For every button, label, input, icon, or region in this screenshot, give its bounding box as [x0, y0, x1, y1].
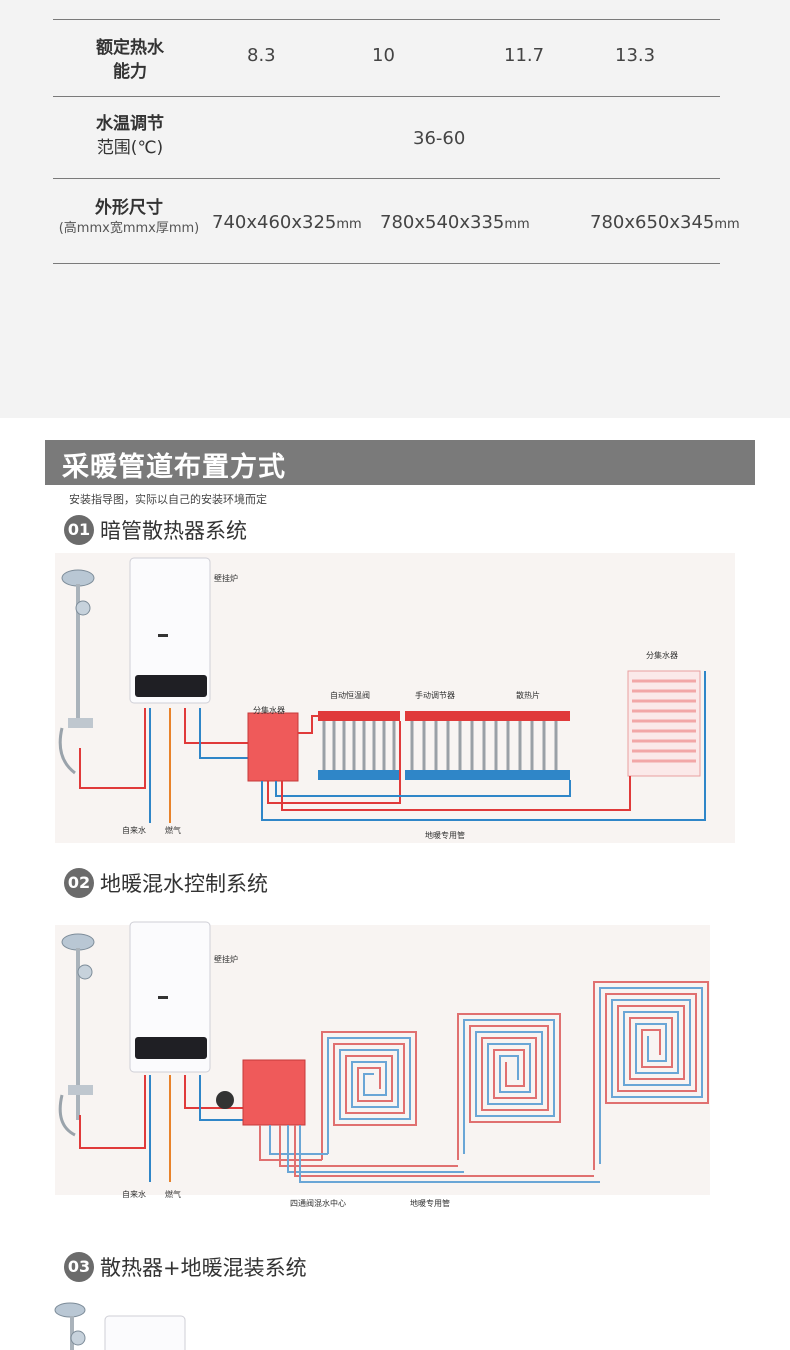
right-manifold-label: 分集水器	[646, 650, 678, 660]
boiler-icon	[129, 921, 211, 1073]
boiler-label: 壁挂炉	[214, 573, 238, 583]
towel-radiator-bars	[632, 679, 696, 763]
shower-icon	[58, 933, 95, 1137]
number-badge: 03	[64, 1252, 94, 1282]
gas-label: 燃气	[165, 1189, 181, 1199]
table-rule	[53, 178, 720, 179]
table-cell: 780x650x345mm	[590, 212, 740, 233]
floor-heating-loops	[259, 981, 709, 1183]
system-03-heading: 03 散热器+地暖混装系统	[64, 1252, 307, 1282]
radiator-system-diagram: 壁挂炉 自来水 燃气 分集水器 自动恒温阀 手动调节器 散热片 分集水器 地暖专…	[55, 553, 735, 843]
mixing-center-label: 四通阀混水中心	[290, 1198, 346, 1208]
dimension-unit: mm	[714, 217, 740, 232]
dimension-value: 780x650x345	[590, 212, 715, 233]
row-label-sub: (高mmx宽mmx厚mm)	[58, 221, 200, 236]
manual-valve-label: 手动调节器	[415, 690, 455, 700]
table-cell: 10	[372, 45, 395, 66]
system-title: 暗管散热器系统	[100, 519, 247, 543]
table-cell: 36-60	[413, 128, 466, 149]
shower-icon	[58, 569, 95, 775]
tap-water-label: 自来水	[122, 1189, 146, 1199]
row-label-dimensions: 外形尺寸 (高mmx宽mmx厚mm)	[54, 196, 204, 238]
radiator-icon	[318, 711, 570, 780]
dimension-unit: mm	[336, 217, 362, 232]
number-badge: 01	[64, 515, 94, 545]
table-cell: 13.3	[615, 45, 656, 66]
table-cell: 780x540x335mm	[380, 212, 530, 233]
boiler-icon	[104, 1315, 186, 1350]
table-rule	[53, 96, 720, 97]
manifold-label: 分集水器	[253, 705, 285, 715]
table-cell: 8.3	[247, 45, 276, 66]
table-cell: 740x460x325mm	[212, 212, 362, 233]
section-title: 采暖管道布置方式	[62, 452, 286, 483]
pump-icon	[216, 1091, 234, 1109]
floor-pipe-label: 地暖专用管	[425, 830, 465, 840]
mixed-system-diagram	[54, 1302, 186, 1350]
system-title: 地暖混水控制系统	[100, 872, 268, 896]
floor-pipe-label: 地暖专用管	[410, 1198, 450, 1208]
dimension-value: 740x460x325	[212, 212, 337, 233]
mixing-manifold-icon	[242, 1059, 306, 1126]
row-label-line2: 范围(℃)	[96, 138, 164, 158]
system-title: 散热器+地暖混装系统	[100, 1256, 307, 1280]
floor-heating-mixing-diagram: 壁挂炉 自来水 燃气 四通阀混水中心 地暖专用管	[55, 921, 710, 1208]
shower-icon	[54, 1302, 86, 1318]
row-label-line1: 外形尺寸	[95, 198, 163, 218]
boiler-pipes	[79, 708, 250, 823]
system-01-heading: 01 暗管散热器系统	[64, 515, 247, 545]
radiator-fins	[322, 721, 558, 770]
install-note: 安装指导图，实际以自己的安装环境而定	[69, 493, 267, 506]
return-pipes	[261, 671, 706, 821]
tap-water-label: 自来水	[122, 825, 146, 835]
row-label-line2: 能力	[113, 62, 147, 82]
boiler-icon	[129, 557, 211, 704]
boiler-label: 壁挂炉	[214, 954, 238, 964]
row-label-water-temp-range: 水温调节 范围(℃)	[70, 112, 190, 160]
table-cell: 11.7	[504, 45, 545, 66]
number-badge: 02	[64, 868, 94, 898]
spec-table: 额定热水 能力 8.3 10 11.7 13.3 水温调节 范围(℃) 36-6…	[0, 0, 790, 418]
shower-head-icon	[70, 1330, 86, 1346]
table-rule	[53, 263, 720, 264]
gas-label: 燃气	[165, 825, 181, 835]
row-label-line1: 水温调节	[96, 114, 164, 134]
section-banner: 采暖管道布置方式	[45, 440, 755, 485]
manifold-icon	[247, 712, 299, 782]
towel-radiator-icon	[627, 670, 701, 777]
row-label-hot-water-capacity: 额定热水 能力	[70, 36, 190, 84]
table-rule	[53, 19, 720, 20]
dimension-unit: mm	[504, 217, 530, 232]
system-02-heading: 02 地暖混水控制系统	[64, 868, 268, 898]
dimension-value: 780x540x335	[380, 212, 505, 233]
radiator-label: 散热片	[516, 690, 540, 700]
auto-valve-label: 自动恒温阀	[330, 690, 370, 700]
row-label-line1: 额定热水	[96, 38, 164, 58]
